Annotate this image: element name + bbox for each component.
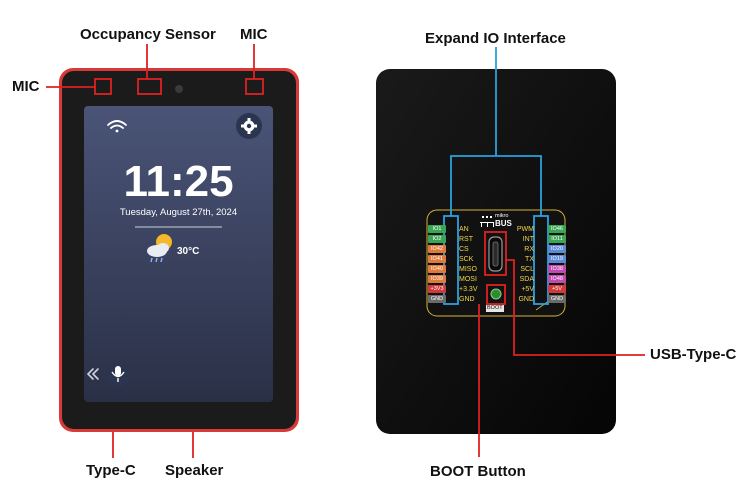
pin-tag: IO11	[548, 235, 566, 243]
pin-label: SCK	[459, 256, 474, 263]
wifi-icon	[107, 120, 127, 133]
pin-tag: GND	[548, 295, 566, 303]
pin-tag: GND	[428, 295, 446, 303]
pin-tag: IO20	[548, 245, 566, 253]
pin-tag: IO46	[548, 225, 566, 233]
boot-silk-label: BOOT	[486, 305, 504, 312]
expand-io-label: Expand IO Interface	[425, 30, 566, 47]
pin-tag: IO38	[548, 265, 566, 273]
pin-tag: +3V3	[428, 285, 446, 293]
boot-box	[486, 284, 506, 305]
pin-label: PWM	[516, 226, 534, 233]
display-screen	[84, 106, 273, 402]
pin-label: MOSI	[459, 276, 477, 283]
mikrobus-logo-icon	[480, 216, 494, 227]
gear-icon	[241, 118, 257, 134]
clock-time: 11:25	[123, 157, 234, 206]
boot-button-icon	[490, 288, 502, 300]
pin-label: GND	[459, 296, 475, 303]
pin-tag: IO48	[548, 275, 566, 283]
pin-tag: +5V	[548, 285, 566, 293]
pin-label: SCL	[520, 266, 534, 273]
usb-c-box	[484, 231, 507, 276]
mic-left-label: MIC	[12, 78, 40, 95]
back-callout-lines	[450, 47, 645, 457]
weather-temperature: 30°C	[177, 246, 200, 257]
pin-label: SDA	[519, 276, 534, 283]
mic-right-label: MIC	[240, 26, 268, 43]
pin-label: +3.3V	[459, 286, 478, 293]
camera-icon	[175, 85, 183, 93]
back-chevron-icon[interactable]	[86, 368, 99, 380]
mikrobus-logo-top: mikro	[495, 213, 509, 219]
pin-label: INT	[522, 236, 534, 243]
boot-button-label: BOOT Button	[430, 463, 526, 480]
front-device	[59, 68, 299, 432]
pin-tag: IO41	[428, 255, 446, 263]
pin-tag: IO1	[428, 225, 446, 233]
type-c-label: Type-C	[86, 462, 136, 479]
pin-tag: IO40	[428, 265, 446, 273]
pin-label: +5V	[521, 286, 534, 293]
pin-label: TX	[525, 256, 534, 263]
front-callout-lines	[46, 44, 255, 458]
weather-icon	[147, 234, 172, 263]
occupancy-sensor-label: Occupancy Sensor	[80, 26, 216, 43]
back-device	[376, 69, 616, 434]
mikrobus-logo-bottom: BUS	[495, 219, 512, 228]
pin-tag: IO2	[428, 235, 446, 243]
pin-label: RX	[524, 246, 534, 253]
usb-type-c-label: USB-Type-C	[650, 346, 737, 363]
pin-label: GND	[518, 296, 534, 303]
pin-label: AN	[459, 226, 469, 233]
pin-label: RST	[459, 236, 473, 243]
occupancy-sensor-box	[137, 78, 162, 95]
speaker-label: Speaker	[165, 462, 224, 479]
clock-date: Tuesday, August 27th, 2024	[119, 207, 238, 218]
pin-label: CS	[459, 246, 469, 253]
pin-tag: IO19	[548, 255, 566, 263]
pin-tag: IO39	[428, 275, 446, 283]
pin-tag: IO42	[428, 245, 446, 253]
microphone-icon	[111, 366, 125, 382]
pin-label: MISO	[459, 266, 477, 273]
